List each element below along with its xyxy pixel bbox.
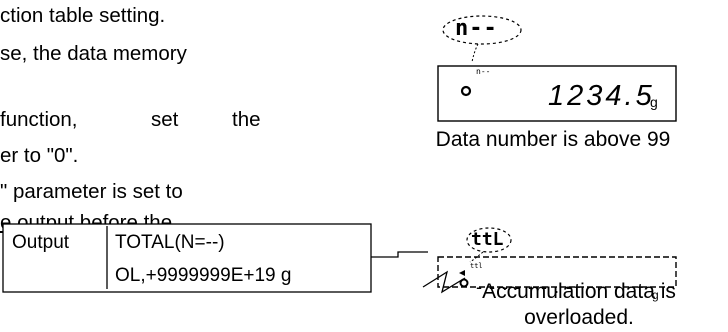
- top-lcd-value: 1234.5: [548, 80, 655, 112]
- top-display: [437, 15, 677, 122]
- bottom-display-caption-line-2: overloaded.: [524, 306, 634, 329]
- bottom-lcd-indicator: ttl: [470, 262, 483, 270]
- output-table-frame: [2, 223, 372, 293]
- top-bubble-tail: [471, 43, 479, 63]
- bottom-lcd-frame: [437, 256, 677, 288]
- top-lcd-indicator: n--: [476, 67, 491, 76]
- output-table-row-2: OL,+9999999E+19 g: [115, 265, 292, 286]
- body-text-line-3b: set: [151, 108, 179, 131]
- overload-bolt-icon: [422, 270, 466, 294]
- bottom-lcd-dot: [459, 278, 469, 288]
- connector-line: [371, 251, 428, 258]
- top-display-caption: Data number is above 99: [435, 128, 671, 151]
- top-bubble-text: n--: [455, 16, 498, 41]
- bottom-bubble-outline: [466, 227, 512, 253]
- top-lcd-frame: [437, 65, 677, 122]
- body-text-line-3a: function,: [0, 108, 78, 131]
- bottom-lcd-value: - - - - - - . -: [476, 277, 573, 297]
- bottom-lcd-unit: g: [652, 288, 659, 302]
- body-text-line-3c: the: [232, 108, 261, 131]
- output-table-row-1: TOTAL(N=--): [115, 232, 225, 253]
- body-text-line-1: ction table setting.: [0, 4, 166, 27]
- body-text-line-4: er to "0".: [0, 144, 79, 167]
- bottom-display: [422, 227, 677, 294]
- output-table-background: [3, 224, 371, 292]
- bottom-bubble-text: ttL: [471, 229, 504, 250]
- top-bubble-outline: [442, 15, 522, 45]
- output-table-label: Output: [12, 232, 70, 253]
- top-lcd-unit: g: [650, 94, 658, 110]
- stable-triangle-icon: [459, 270, 465, 276]
- body-text-line-2: se, the data memory: [0, 42, 187, 65]
- top-lcd-dot: [460, 85, 472, 97]
- bottom-display-caption-line-1: Accumulation data is: [482, 280, 676, 303]
- body-text-line-5: " parameter is set to: [0, 180, 183, 203]
